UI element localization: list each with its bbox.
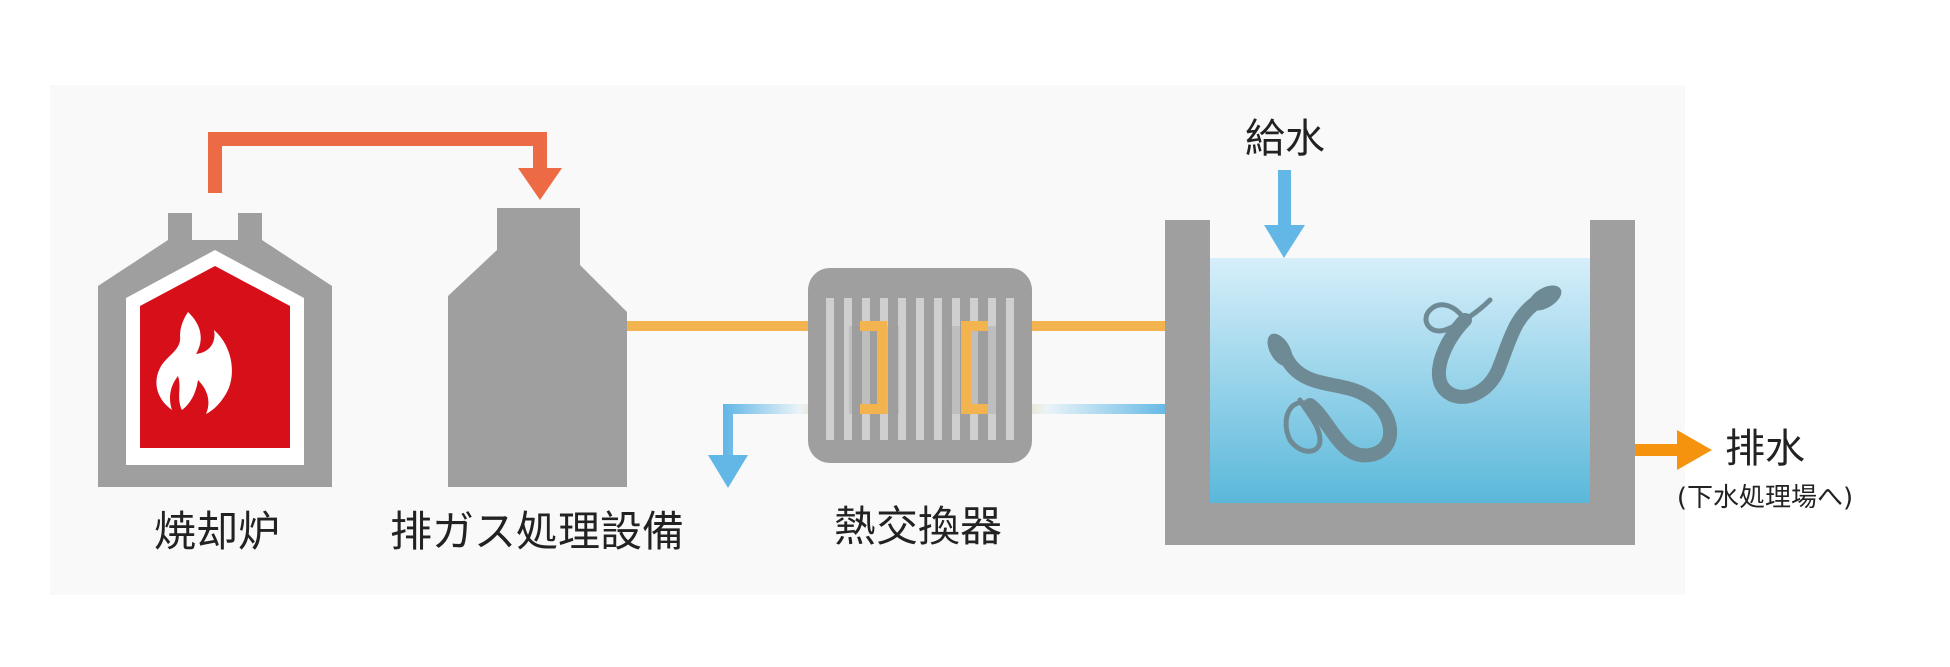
incinerator-unit [98,213,332,487]
exhaust-treatment-unit [448,208,627,487]
drain-note-label: (下水処理場へ) [1677,483,1853,513]
incinerator-label: 焼却炉 [154,507,280,556]
flame-icon [156,312,232,414]
flue-gas-arrow [208,132,562,200]
eel-icon [1267,333,1398,463]
eel-icon [1423,285,1562,404]
cold-water-outlet-arrow [708,455,748,488]
water-supply-label: 給水 [1245,116,1325,162]
heat-exchanger-label: 熱交換器 [834,502,1002,551]
heat-exchanger-unit [808,268,1032,463]
tank-water [1210,258,1590,503]
drain-label: 排水 [1725,426,1805,472]
exhaust-treatment-label: 排ガス処理設備 [390,507,684,556]
eel-tank [1165,220,1635,545]
water-supply-arrow [1264,170,1305,258]
drain-arrow [1635,430,1712,470]
